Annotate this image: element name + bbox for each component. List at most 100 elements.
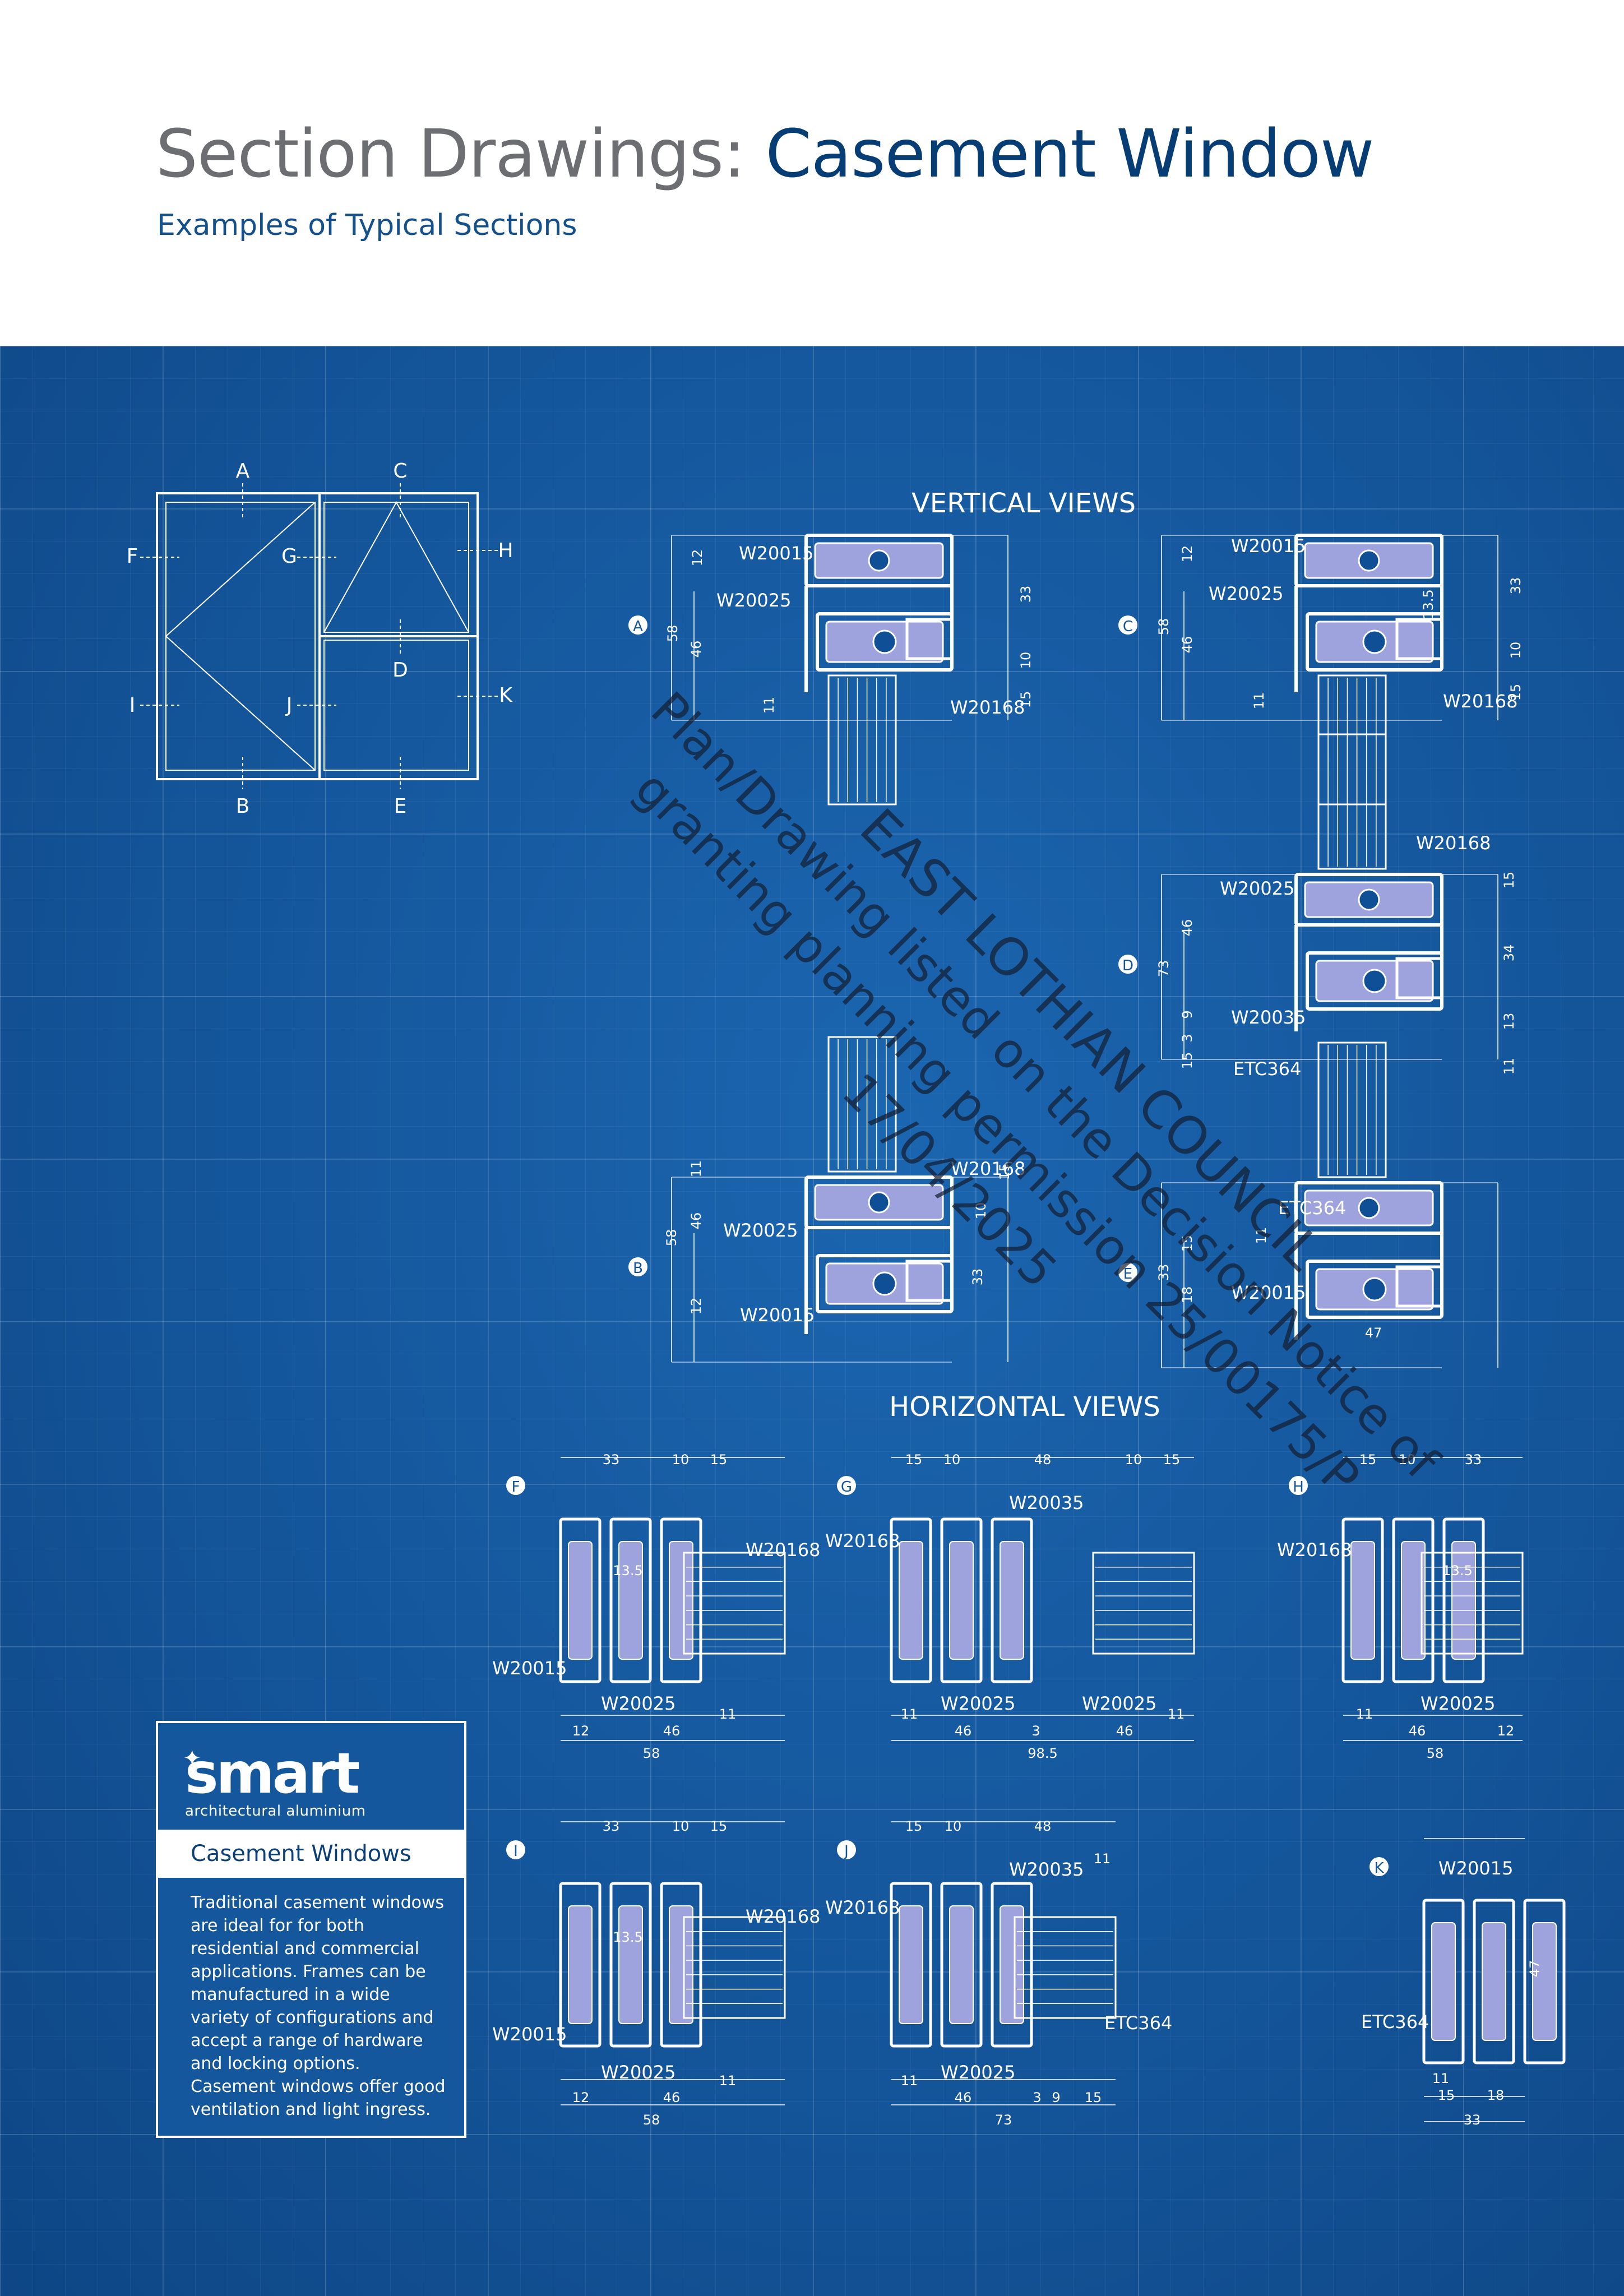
thermal-break bbox=[949, 1905, 974, 2024]
dimension-value: 11 bbox=[719, 2073, 737, 2089]
section-marker-letter: I bbox=[513, 1843, 518, 1860]
dimension-value: 18 bbox=[1487, 2087, 1505, 2103]
dimension-value: 13.5 bbox=[613, 1563, 642, 1578]
elevation-label-g: G bbox=[281, 545, 297, 568]
dimension-value: 12 bbox=[690, 549, 705, 567]
dimension-value: 73 bbox=[1156, 960, 1172, 978]
elevation-label-i: I bbox=[129, 694, 136, 717]
dimension-value: 11 bbox=[1432, 2071, 1450, 2086]
dimension-value: 13.5 bbox=[1421, 589, 1436, 619]
thermal-break bbox=[1431, 1922, 1456, 2041]
dimension-value: 10 bbox=[672, 1452, 690, 1468]
glass-unit bbox=[827, 1036, 897, 1173]
thermal-break bbox=[568, 1541, 593, 1660]
dimension-value: 3 bbox=[1031, 1723, 1040, 1739]
dimension-value: 46 bbox=[663, 2090, 681, 2105]
part-label-w20015: W20015 bbox=[740, 1304, 815, 1326]
glass-unit bbox=[1317, 674, 1387, 806]
thermal-break bbox=[669, 1905, 693, 2024]
dimension-value: 46 bbox=[1179, 636, 1195, 654]
part-label-etc364: ETC364 bbox=[1104, 2012, 1172, 2034]
dimension-value: 33 bbox=[1156, 1264, 1172, 1281]
aluminium-profile bbox=[890, 1517, 932, 1683]
dimension-value: 15 bbox=[905, 1818, 923, 1834]
dimension-value: 58 bbox=[664, 1229, 679, 1247]
dimension-value: 33 bbox=[1465, 1452, 1482, 1468]
dimension-value: 33 bbox=[970, 1269, 985, 1286]
dimension-value: 46 bbox=[663, 1723, 681, 1739]
part-label-w20168: W20168 bbox=[825, 1530, 900, 1552]
part-label-w20168: W20168 bbox=[825, 1897, 900, 1918]
section-marker-letter: C bbox=[1123, 618, 1133, 635]
screw-port bbox=[1358, 888, 1380, 911]
dimension-value: 11 bbox=[1253, 1227, 1269, 1244]
dimension-value: 11 bbox=[1501, 1058, 1517, 1075]
dimension-value: 15 bbox=[710, 1452, 728, 1468]
dimension-value: 58 bbox=[1427, 1746, 1444, 1761]
page-title: Section Drawings: Casement Window bbox=[156, 121, 1374, 187]
screw-port bbox=[1362, 629, 1387, 654]
part-label-w20035: W20035 bbox=[1009, 1859, 1084, 1880]
part-label-w20025: W20025 bbox=[716, 590, 791, 611]
section-marker-b bbox=[628, 1257, 647, 1276]
dimension-value: 48 bbox=[1034, 1452, 1052, 1468]
section-marker-g bbox=[837, 1476, 856, 1495]
thermal-break bbox=[1000, 1905, 1024, 2024]
glazing-bead bbox=[905, 1260, 954, 1302]
part-label-w20015: W20015 bbox=[1231, 1282, 1306, 1303]
dimension-value: 11 bbox=[1356, 1706, 1373, 1722]
part-label-w20168: W20168 bbox=[1443, 691, 1517, 712]
glass-unit bbox=[1317, 1041, 1387, 1178]
screw-port bbox=[872, 629, 897, 654]
logo-subtitle: architectural aluminium bbox=[185, 1803, 366, 1820]
thermal-break bbox=[1401, 1541, 1426, 1660]
dimension-value: 46 bbox=[1116, 1723, 1133, 1739]
dimension-value: 15 bbox=[1085, 2090, 1102, 2105]
section-d: DW20168W20025W20035ETC364467393151534131… bbox=[1118, 733, 1517, 1080]
elevation-label-a: A bbox=[236, 460, 250, 483]
dimension-value: 15 bbox=[710, 1818, 728, 1834]
dimension-value: 11 bbox=[901, 1706, 918, 1722]
dimension-value: 10 bbox=[973, 1202, 989, 1220]
dimension-value: 46 bbox=[1179, 919, 1195, 937]
thermal-break bbox=[568, 1905, 593, 2024]
part-label-etc364: ETC364 bbox=[1361, 2011, 1429, 2033]
section-marker-f bbox=[506, 1476, 525, 1495]
thermal-break bbox=[1532, 1922, 1557, 2041]
part-label-w20025: W20025 bbox=[1421, 1693, 1495, 1714]
glass-unit bbox=[683, 1916, 786, 2019]
left-sash bbox=[165, 502, 316, 771]
side-hung-opening-line bbox=[165, 502, 316, 771]
part-label-w20025: W20025 bbox=[941, 2062, 1015, 2083]
info-box-body: Traditional casement windows are ideal f… bbox=[191, 1893, 446, 2119]
glass-unit bbox=[827, 674, 897, 806]
section-marker-letter: E bbox=[1123, 1266, 1132, 1283]
aluminium-profile bbox=[660, 1882, 702, 2048]
thermal-break bbox=[949, 1541, 974, 1660]
part-label-w20025: W20025 bbox=[723, 1220, 798, 1241]
part-label-etc364: ETC364 bbox=[1233, 1058, 1301, 1080]
dimension-value: 15 bbox=[1179, 1052, 1195, 1070]
dimension-value: 33 bbox=[1464, 2112, 1481, 2128]
dimension-value: 48 bbox=[1034, 1818, 1052, 1834]
dimension-value: 11 bbox=[1094, 1851, 1111, 1867]
dimension-value: 15 bbox=[1508, 684, 1524, 701]
dimension-value: 58 bbox=[643, 1746, 660, 1761]
dimension-value: 10 bbox=[1508, 642, 1524, 659]
section-marker-letter: F bbox=[512, 1479, 520, 1496]
glazing-bead bbox=[1395, 618, 1443, 660]
dimension-value: 33 bbox=[1018, 586, 1034, 603]
dimension-value: 11 bbox=[688, 1160, 704, 1178]
section-marker-d bbox=[1118, 955, 1137, 974]
thermal-break bbox=[1482, 1922, 1506, 2041]
glass-unit bbox=[1421, 1552, 1524, 1655]
section-marker-letter: D bbox=[1122, 957, 1133, 974]
part-label-w20168: W20168 bbox=[950, 697, 1025, 718]
aluminium-profile bbox=[660, 1517, 702, 1683]
dimension-value: 46 bbox=[688, 641, 704, 658]
